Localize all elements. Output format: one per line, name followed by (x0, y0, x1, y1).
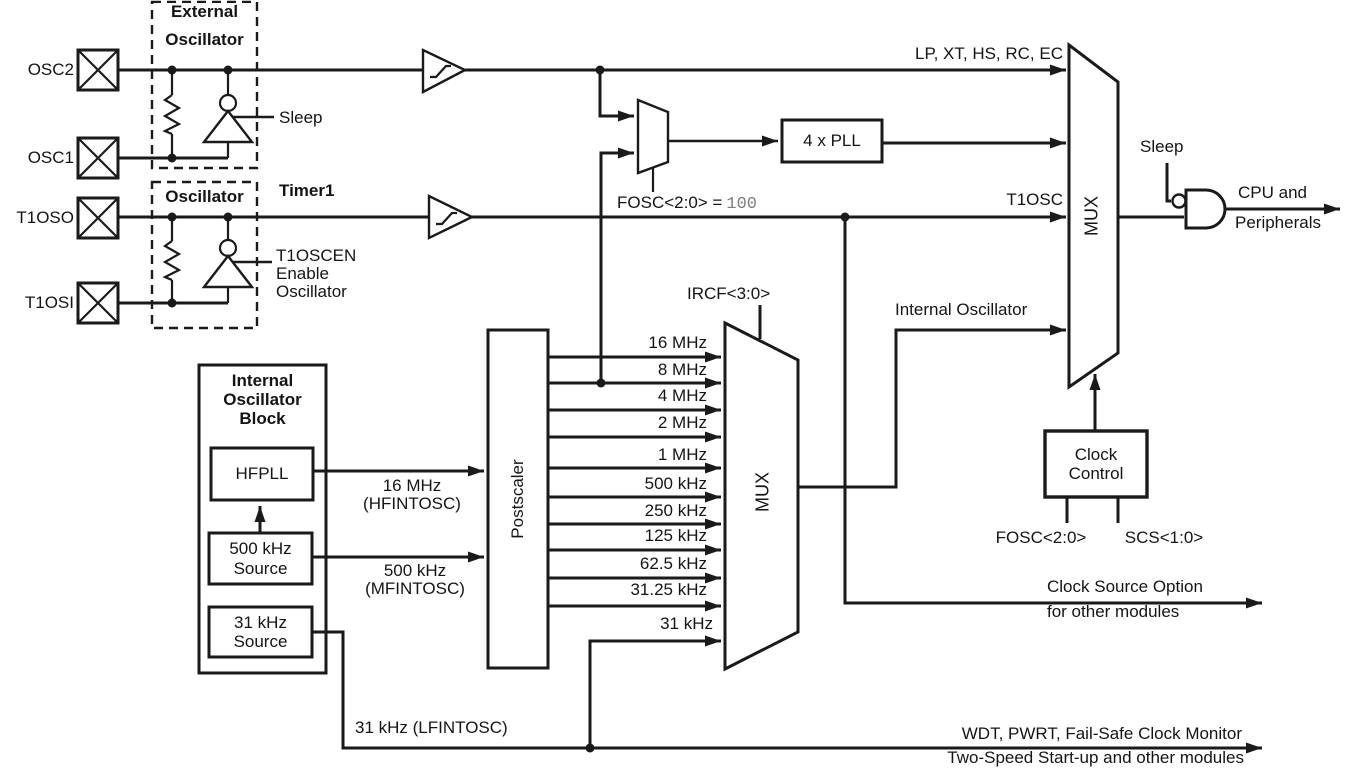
internal-block-title-3: Block (239, 409, 286, 428)
lfintosc-to-mux-wire (588, 635, 721, 748)
internal-block-title-2: Oscillator (223, 390, 302, 409)
timer1-oscillator-dashed-box (150, 180, 259, 330)
clock-control-inputs (1065, 497, 1120, 523)
freq-label-31khz: 31 kHz (660, 614, 713, 633)
frequency-mux (723, 320, 800, 672)
osc-to-pllmux-wire (598, 70, 634, 122)
internal-block-title-1: Internal (231, 371, 294, 390)
source-31khz-line1: 31 kHz (234, 612, 287, 632)
external-feedback-resistor-icon (162, 70, 182, 158)
pin-label-t1oso: T1OSO (16, 208, 74, 227)
cpu-label-1: CPU and (1238, 183, 1307, 202)
fosc-setting-text: FOSC<2:0> = (617, 193, 723, 212)
fosc-input-label: FOSC<2:0> (995, 528, 1087, 547)
source-500khz-box (207, 531, 314, 586)
two-speed-rail-label: Two-Speed Start-up and other modules (947, 748, 1244, 767)
timer1-label: Timer1 (279, 181, 335, 200)
t1oscen-label-1: T1OSCEN (276, 246, 357, 265)
clock-source-option-label-2: for other modules (1047, 602, 1180, 621)
freq-label-16mhz: 16 MHz (648, 333, 707, 352)
internal-oscillator-wire (798, 324, 1066, 489)
t1osi-pad-icon (76, 281, 120, 325)
postscaler-label: Postscaler (508, 459, 527, 539)
freq-label-250khz: 250 kHz (644, 501, 707, 520)
hfpll-label: HFPLL (235, 464, 289, 484)
sleep-and-gate-icon (1165, 163, 1227, 230)
clock-control-label: Clock Control (1045, 431, 1147, 497)
lfintosc-label: 31 kHz (LFINTOSC) (355, 718, 508, 737)
system-mux-label: MUX (1081, 196, 1102, 236)
clock-buffer-icon (421, 48, 468, 94)
source-31khz-label: 31 kHz Source (209, 607, 312, 657)
t1oso-pad-icon (76, 196, 120, 240)
freq-label-500khz: 500 kHz (644, 474, 707, 493)
clock-source-option-label-1: Clock Source Option (1047, 577, 1203, 596)
t1-clock-buffer-icon (427, 194, 475, 240)
freq-label-62khz: 62.5 kHz (639, 554, 707, 573)
osc1-pad-icon (76, 136, 120, 180)
frequency-mux-label: MUX (752, 472, 773, 512)
clock-control-line1: Clock (1074, 444, 1118, 464)
freq-label-8mhz: 8 MHz (657, 360, 707, 379)
external-oscillator-title-2: Oscillator (154, 30, 255, 50)
source-500khz-line2: Source (233, 558, 288, 578)
clock-source-option-wire (843, 217, 1262, 609)
timer1-inverter-icon (201, 217, 272, 303)
internal-oscillator-label: Internal Oscillator (895, 300, 1028, 319)
source-500khz-line1: 500 kHz (229, 539, 292, 559)
pll-label: 4 x PLL (803, 131, 861, 151)
system-mux (1067, 41, 1120, 390)
mfintosc-label-2: (MFINTOSC) (365, 579, 465, 598)
freq-label-125khz: 125 kHz (644, 526, 707, 545)
pin-label-osc2: OSC2 (27, 60, 74, 79)
source-31khz-line2: Source (233, 632, 288, 651)
freq-label-1mhz: 1 MHz (657, 445, 707, 464)
hfintosc-to-pllmux-wire (599, 147, 634, 383)
t1oscen-label-3: Oscillator (276, 282, 347, 301)
fosc-setting-label: FOSC<2:0> =100 (617, 193, 757, 214)
t1osc-label: T1OSC (1006, 190, 1063, 209)
freq-label-31-25khz: 31.25 kHz (630, 580, 707, 599)
scs-input-label: SCS<1:0> (1124, 528, 1204, 547)
junction-dots (167, 65, 850, 753)
lfintosc-rail (312, 630, 1262, 754)
sleep-label-gate: Sleep (1140, 137, 1184, 156)
pin-label-t1osi: T1OSI (24, 293, 74, 312)
mfintosc-label-1: 500 kHz (383, 561, 447, 580)
hfpll-box (209, 446, 315, 502)
postscaler-output-wires (548, 351, 721, 612)
timer1-oscillator-title: Oscillator (154, 187, 255, 207)
freq-label-4mhz: 4 MHz (657, 386, 707, 405)
wdt-rail-label: WDT, PWRT, Fail-Safe Clock Monitor (961, 724, 1242, 743)
pll-input-mux (636, 98, 670, 175)
cpu-label-2: Peripherals (1235, 213, 1321, 232)
external-oscillator-dashed-box (150, 0, 259, 170)
osc2-pad-icon (76, 48, 120, 92)
ircf-select-label: IRCF<3:0> (687, 284, 771, 303)
clock-control-line2: Control (1068, 464, 1124, 483)
pll-box (780, 118, 884, 164)
hfintosc-label-2: (HFINTOSC) (363, 494, 461, 513)
fosc-setting-value: 100 (726, 195, 757, 214)
postscaler-box (486, 328, 550, 670)
hfintosc-label-1: 16 MHz (382, 476, 442, 495)
freq-label-2mhz: 2 MHz (657, 413, 707, 432)
source-500khz-label: 500 kHz Source (209, 533, 312, 584)
timer1-feedback-resistor-icon (162, 217, 182, 303)
external-inverter-icon (201, 70, 274, 158)
external-oscillator-title-1: External (154, 2, 255, 22)
osc-modes-label: LP, XT, HS, RC, EC (914, 44, 1063, 63)
sleep-label-external: Sleep (279, 108, 323, 127)
t1oscen-label-2: Enable (276, 264, 329, 283)
pin-label-osc1: OSC1 (27, 148, 74, 167)
